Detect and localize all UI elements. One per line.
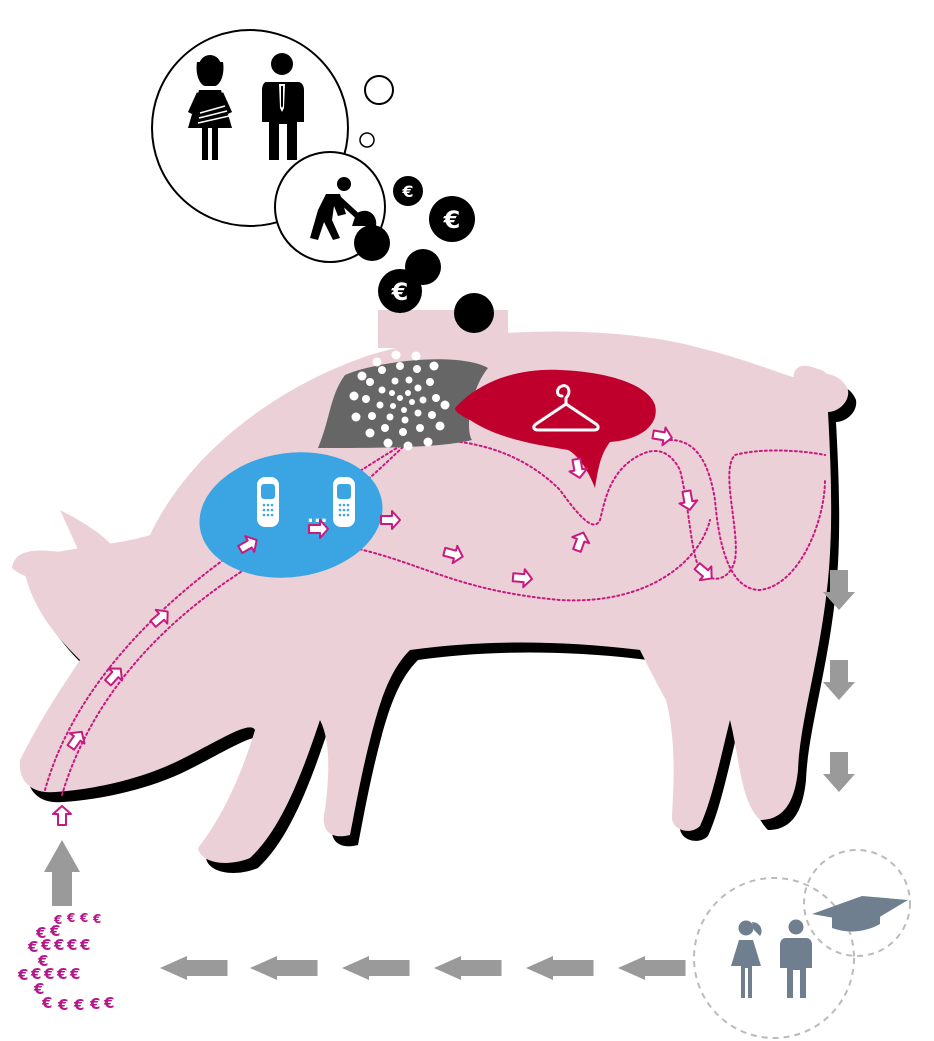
euro-coin-icon: € (393, 176, 423, 206)
euro-sign: € (41, 938, 51, 953)
svg-text:€: € (391, 278, 409, 306)
arrow-icon (434, 956, 502, 980)
euro-sign: € (70, 967, 80, 982)
euro-sign: € (44, 967, 54, 982)
education-bubble (694, 850, 910, 1038)
euro-sign: € (67, 912, 75, 924)
arrow-icon (160, 956, 228, 980)
euro-sign: € (80, 938, 90, 953)
euro-sign: € (74, 998, 84, 1013)
mobile-phone-icon (333, 477, 355, 527)
euro-sign: € (28, 940, 38, 955)
euro-coin-icon: € (429, 196, 475, 242)
euro-sign: € (80, 912, 88, 924)
arrow-icon (823, 752, 855, 792)
euro-sign: € (42, 996, 52, 1011)
euro-stack: € € € € € € € € € € € € € € € € € € € € … (14, 912, 124, 1032)
arrow-icon (823, 660, 855, 700)
euro-sign: € (67, 938, 77, 953)
arrow-icon (526, 956, 594, 980)
thought-bubble-tiny (360, 133, 374, 147)
cycle-arrows-left (160, 956, 686, 980)
euro-sign: € (90, 997, 100, 1012)
woman-icon (188, 55, 232, 160)
euro-sign: € (104, 996, 114, 1011)
arrow-icon (53, 806, 71, 825)
euro-sign: € (57, 967, 67, 982)
businessman-icon (262, 53, 304, 160)
arrow-icon (342, 956, 410, 980)
svg-text:€: € (443, 206, 461, 234)
cycle-arrow-up (44, 840, 80, 906)
thought-bubble-small (365, 76, 393, 104)
svg-text:€: € (401, 182, 413, 201)
arrow-icon (618, 956, 686, 980)
arrow-icon (250, 956, 318, 980)
euro-coin-icon: € (378, 269, 422, 313)
mobile-phone-icon (257, 477, 279, 527)
euro-sign: € (58, 998, 68, 1013)
euro-sign: € (93, 913, 101, 925)
euro-sign: € (54, 938, 64, 953)
euro-sign: € (18, 968, 28, 983)
